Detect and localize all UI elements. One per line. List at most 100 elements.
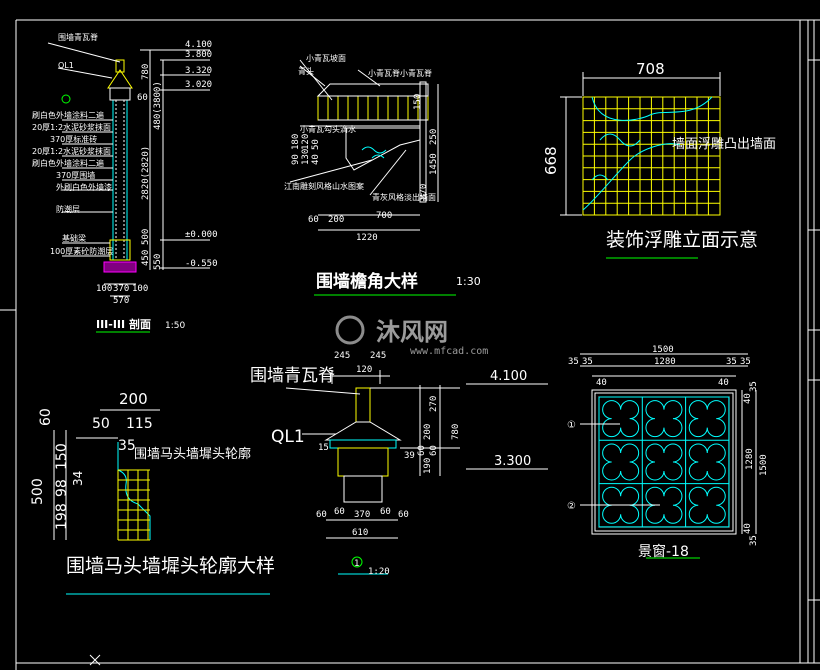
eave-dim-60: 60 <box>308 215 319 225</box>
elev-6: -0.550 <box>185 259 218 269</box>
ridge-dim-200: 200 <box>423 424 433 440</box>
profile-dim-150: 150 <box>54 443 70 470</box>
eave-dim-200: 200 <box>328 215 344 225</box>
section-label-ridge: 围墙青瓦脊 <box>58 32 98 42</box>
window-drawing <box>580 353 757 559</box>
eave-dim-870: 870 <box>419 184 429 200</box>
ridge-dim-60b: 60 <box>429 445 439 456</box>
elev-4: 3.020 <box>185 80 212 90</box>
profile-title: 围墙马头墙墀头轮廓大样 <box>66 555 275 577</box>
win-right-40b: 40 <box>743 523 753 534</box>
elev-1: 4.100 <box>185 40 212 50</box>
eave-dim-700: 700 <box>376 211 392 221</box>
profile-dim-200: 200 <box>119 390 148 408</box>
win-right-1500: 1500 <box>759 454 769 476</box>
profile-drawing <box>53 409 270 595</box>
eave-dim-250: 250 <box>429 129 439 145</box>
relief-width: 708 <box>636 60 665 78</box>
profile-dim-34: 34 <box>71 471 85 486</box>
ridge-dim-610: 610 <box>352 528 368 538</box>
sec-dim-100b: 100 <box>132 284 148 294</box>
win-top-1280: 1280 <box>654 357 676 367</box>
section-label-2: 刷白色外墙涂料二遍 <box>32 110 104 120</box>
ridge-dim-270: 270 <box>429 396 439 412</box>
ridge-detail-scale: 1:20 <box>368 567 390 577</box>
profile-dim-115: 115 <box>126 416 153 432</box>
ridge-elev-1: 4.100 <box>490 369 527 384</box>
ridge-dim-60e: 60 <box>380 507 391 517</box>
win-right-1280: 1280 <box>745 448 755 470</box>
ridge-title: 围墙青瓦脊 <box>250 366 335 386</box>
ridge-dim-39: 39 <box>404 451 415 461</box>
win-right-35b: 35 <box>749 535 759 546</box>
eave-texts: 小青瓦坡面 青头 小青瓦脊 小青瓦脊 小青瓦勾头滴水 江南雕刻风格山水图案 青灰… <box>284 53 481 292</box>
sec-dim-2820: 2820(2820) <box>141 146 151 200</box>
watermark: 沐风网 www.mfcad.com <box>335 315 488 357</box>
win-right-40a: 40 <box>743 393 753 404</box>
ridge-top-2: 245 <box>370 351 386 361</box>
ridge-top-1: 245 <box>334 351 350 361</box>
eave-dim-120: 120 <box>301 134 311 150</box>
win-top-35d: 35 <box>740 357 751 367</box>
section-title: III-III 剖面 <box>96 317 151 331</box>
eave-dim-50: 50 <box>311 139 321 150</box>
relief-texts: 708 668 墙面浮雕凸出墙面 装饰浮雕立面示意 <box>542 60 776 251</box>
window-title: 景窗-18 <box>638 543 689 560</box>
sec-dim-480: 480(3800) <box>153 81 163 130</box>
ridge-drawing <box>285 370 548 575</box>
eave-dim-1220: 1220 <box>356 233 378 243</box>
section-label-8: 外刷白色外墙漆 <box>56 182 112 192</box>
elev-3: 3.320 <box>185 66 212 76</box>
eave-label-4: 小青瓦脊 <box>400 68 432 78</box>
eave-label-5: 小青瓦勾头滴水 <box>300 124 356 134</box>
section-texts: 围墙青瓦脊 QL1 刷白色外墙涂料二遍 20厚1:2水泥砂浆抹面 370厚标准砖… <box>32 32 218 331</box>
win-right-35a: 35 <box>749 381 759 392</box>
elev-2: 3.800 <box>185 50 212 60</box>
watermark-brand: 沐风网 <box>376 318 448 346</box>
ridge-detail-mark: 1 <box>354 559 359 569</box>
eave-dim-150: 150 <box>413 94 423 110</box>
profile-dim-98: 98 <box>54 479 70 497</box>
sec-dim-60: 60 <box>137 93 148 103</box>
win-top-1500: 1500 <box>652 345 674 355</box>
elev-5: ±0.000 <box>185 230 218 240</box>
eave-label-1: 小青瓦坡面 <box>306 53 346 63</box>
ridge-dim-190: 190 <box>423 458 433 474</box>
section-label-10: 基础梁 <box>62 233 86 243</box>
section-drawing <box>47 42 210 333</box>
relief-height: 668 <box>542 146 560 175</box>
ridge-dim-60d: 60 <box>334 507 345 517</box>
eave-label-2: 青头 <box>298 66 314 76</box>
sec-dim-450: 450 <box>141 250 151 266</box>
watermark-url: www.mfcad.com <box>410 346 488 357</box>
win-top-40a: 40 <box>596 378 607 388</box>
sec-dim-370: 370 <box>113 284 129 294</box>
eave-scale: 1:30 <box>456 275 481 288</box>
ridge-ql: QL1 <box>271 427 305 447</box>
eave-dim-130: 130 <box>301 149 311 165</box>
relief-title: 装饰浮雕立面示意 <box>606 229 758 251</box>
sec-dim-550: 550 <box>153 254 163 270</box>
section-label-5: 20厚1:2水泥砂浆抹面 <box>32 146 111 156</box>
relief-drawing <box>560 72 721 259</box>
win-top-35a: 35 <box>568 357 579 367</box>
eave-dim-180: 180 <box>291 134 301 150</box>
sec-dim-100a: 100 <box>96 284 112 294</box>
ridge-dim-60c: 60 <box>316 510 327 520</box>
eave-drawing <box>289 59 456 296</box>
section-label-6: 刷白色外墙涂料二遍 <box>32 158 104 168</box>
profile-dim-500: 500 <box>30 478 46 505</box>
drawing-frame <box>0 19 820 670</box>
section-label-3: 20厚1:2水泥砂浆抹面 <box>32 122 111 132</box>
profile-dim-35: 35 <box>118 438 136 454</box>
section-label-4: 370厚标准砖 <box>50 134 97 144</box>
ridge-dim-15: 15 <box>318 443 329 453</box>
profile-dim-50: 50 <box>92 416 110 432</box>
win-callout-2: ② <box>567 501 576 512</box>
eave-label-7: 青灰风格淡出墙面 <box>372 192 436 202</box>
section-label-ql: QL1 <box>58 61 74 70</box>
ridge-dim-60a: 60 <box>417 445 427 456</box>
profile-dim-198: 198 <box>54 503 70 530</box>
sec-dim-780: 780 <box>141 64 151 80</box>
